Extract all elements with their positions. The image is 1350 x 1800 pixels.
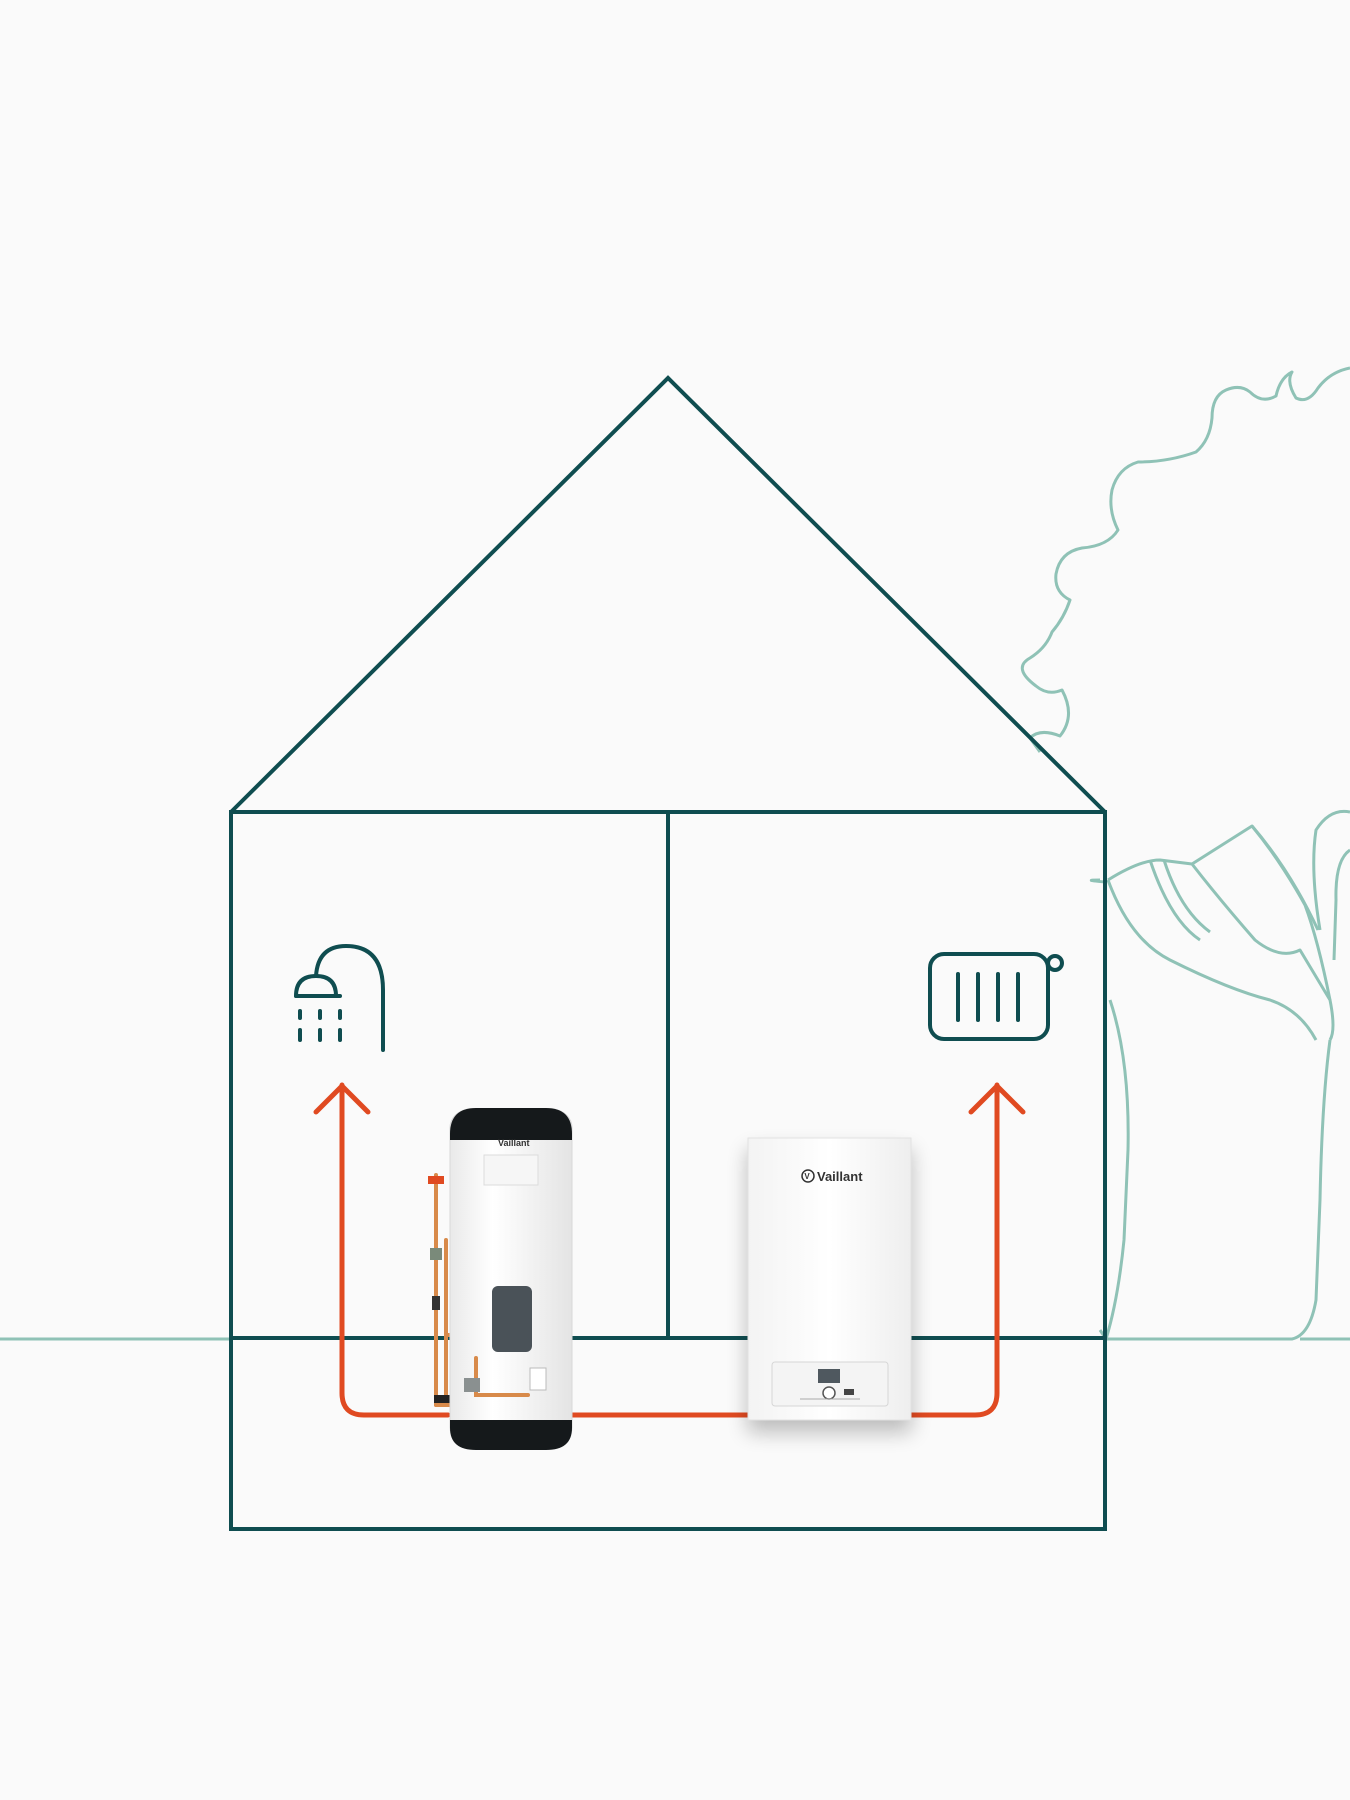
radiator-icon: [928, 952, 1064, 1041]
boiler-dial: [822, 1386, 836, 1400]
cylinder-brand-logo: Vaillant: [498, 1138, 530, 1148]
svg-text:V: V: [804, 1172, 810, 1181]
flow-arrow-head-right: [968, 1083, 1026, 1115]
flow-arrow-head-left: [313, 1083, 371, 1115]
ground-line: [0, 1039, 1350, 1341]
svg-text:Vaillant: Vaillant: [817, 1169, 863, 1184]
boiler-display: [818, 1369, 840, 1383]
flow-line-right: [902, 1082, 1000, 1418]
boiler-brand-logo: V Vaillant: [801, 1169, 863, 1184]
cylinder-top-cap: [450, 1108, 572, 1140]
boiler-control-panel: [771, 1361, 889, 1407]
tree-outline: [1020, 366, 1350, 1340]
house-outline: [229, 375, 1107, 1531]
cylinder-label: [483, 1154, 539, 1186]
cylinder-display-panel: [492, 1286, 532, 1352]
cylinder-bottom-cap: [450, 1420, 572, 1450]
hot-water-cylinder: Vaillant: [428, 1108, 573, 1450]
flow-line-left: [339, 1082, 451, 1418]
roof: [229, 375, 1107, 814]
shower-icon: [294, 944, 385, 1052]
electric-boiler: V Vaillant: [747, 1137, 912, 1421]
hot-water-flow: [313, 1082, 1026, 1418]
cylinder-connections: [474, 1356, 530, 1397]
